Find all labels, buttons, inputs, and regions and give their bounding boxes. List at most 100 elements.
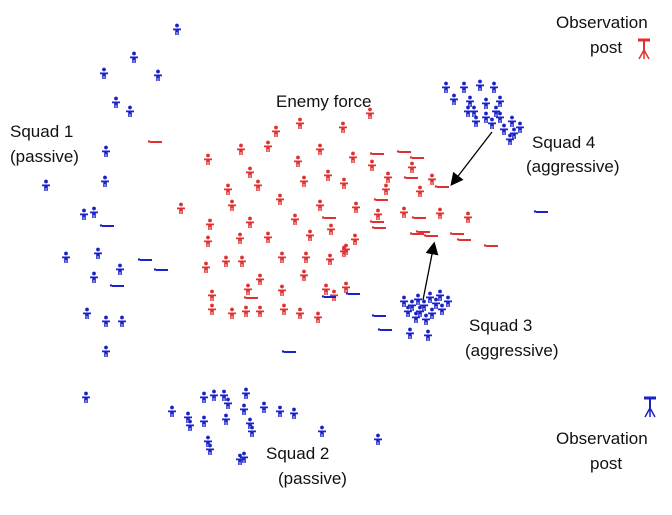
friendly-soldier-icon bbox=[488, 117, 496, 129]
friendly-soldier-icon bbox=[248, 425, 256, 437]
enemy-fallen-icon bbox=[449, 232, 464, 235]
friendly-soldier-icon bbox=[240, 403, 248, 415]
friendly-soldier-icon bbox=[482, 111, 490, 123]
enemy-fallen-icon bbox=[403, 176, 418, 179]
friendly-fallen-icon bbox=[371, 314, 386, 317]
friendly-fallen-icon bbox=[533, 210, 548, 213]
friendly-soldier-icon bbox=[428, 307, 436, 319]
squad2-label: Squad 2 bbox=[266, 444, 329, 463]
friendly-soldier-icon bbox=[500, 123, 508, 135]
friendly-soldier-icon bbox=[102, 345, 110, 357]
friendly-soldier-icon bbox=[220, 389, 228, 401]
enemy-soldier-icon bbox=[368, 159, 376, 171]
unit-markers bbox=[42, 23, 548, 465]
friendly-soldier-icon bbox=[318, 425, 326, 437]
friendly-soldier-icon bbox=[426, 291, 434, 303]
friendly-soldier-icon bbox=[276, 405, 284, 417]
enemy-fallen-icon bbox=[409, 232, 424, 235]
enemy-soldier-icon bbox=[330, 289, 338, 301]
enemy-soldier-icon bbox=[236, 232, 244, 244]
enemy-fallen-icon bbox=[373, 198, 388, 201]
friendly-soldier-icon bbox=[472, 115, 480, 127]
enemy-soldier-icon bbox=[400, 206, 408, 218]
enemy-soldier-icon bbox=[256, 273, 264, 285]
squad3-sublabel: (aggressive) bbox=[465, 341, 559, 360]
friendly-soldier-icon bbox=[118, 315, 126, 327]
observation-post-bottom-icon bbox=[644, 396, 656, 418]
friendly-soldier-icon bbox=[112, 96, 120, 108]
enemy-soldier-icon bbox=[254, 179, 262, 191]
enemy-soldier-icon bbox=[340, 177, 348, 189]
friendly-soldier-icon bbox=[422, 313, 430, 325]
enemy-fallen-icon bbox=[409, 156, 424, 159]
friendly-soldier-icon bbox=[290, 407, 298, 419]
enemy-soldier-icon bbox=[300, 269, 308, 281]
enemy-soldier-icon bbox=[206, 218, 214, 230]
friendly-fallen-icon bbox=[377, 328, 392, 331]
friendly-soldier-icon bbox=[460, 81, 468, 93]
enemy-soldier-icon bbox=[302, 251, 310, 263]
enemy-soldier-icon bbox=[322, 283, 330, 295]
friendly-fallen-icon bbox=[137, 258, 152, 261]
observation-post-top-sublabel: post bbox=[590, 38, 622, 57]
enemy-soldier-icon bbox=[351, 233, 359, 245]
enemy-force-label: Enemy force bbox=[276, 92, 371, 111]
friendly-soldier-icon bbox=[126, 105, 134, 117]
enemy-soldier-icon bbox=[316, 143, 324, 155]
enemy-soldier-icon bbox=[276, 193, 284, 205]
friendly-soldier-icon bbox=[184, 411, 192, 423]
enemy-soldier-icon bbox=[436, 207, 444, 219]
friendly-soldier-icon bbox=[100, 67, 108, 79]
enemy-soldier-icon bbox=[294, 155, 302, 167]
friendly-soldier-icon bbox=[82, 391, 90, 403]
enemy-soldier-icon bbox=[327, 223, 335, 235]
squad1-sublabel: (passive) bbox=[10, 147, 79, 166]
enemy-soldier-icon bbox=[349, 151, 357, 163]
enemy-soldier-icon bbox=[340, 245, 348, 257]
friendly-soldier-icon bbox=[154, 69, 162, 81]
friendly-soldier-icon bbox=[210, 389, 218, 401]
enemy-soldier-icon bbox=[204, 153, 212, 165]
friendly-soldier-icon bbox=[186, 419, 194, 431]
enemy-fallen-icon bbox=[371, 226, 386, 229]
enemy-soldier-icon bbox=[202, 261, 210, 273]
friendly-soldier-icon bbox=[408, 299, 416, 311]
squad1-label: Squad 1 bbox=[10, 122, 73, 141]
enemy-soldier-icon bbox=[428, 173, 436, 185]
friendly-soldier-icon bbox=[236, 453, 244, 465]
friendly-soldier-icon bbox=[496, 95, 504, 107]
enemy-fallen-icon bbox=[411, 216, 426, 219]
enemy-soldier-icon bbox=[278, 251, 286, 263]
enemy-soldier-icon bbox=[278, 284, 286, 296]
enemy-soldier-icon bbox=[382, 183, 390, 195]
squad3-advance-arrow bbox=[422, 241, 439, 301]
friendly-soldier-icon bbox=[200, 391, 208, 403]
enemy-fallen-icon bbox=[147, 140, 162, 143]
friendly-soldier-icon bbox=[204, 435, 212, 447]
friendly-soldier-icon bbox=[444, 295, 452, 307]
friendly-fallen-icon bbox=[345, 292, 360, 295]
friendly-soldier-icon bbox=[101, 175, 109, 187]
enemy-soldier-icon bbox=[306, 229, 314, 241]
friendly-soldier-icon bbox=[400, 295, 408, 307]
enemy-soldier-icon bbox=[280, 303, 288, 315]
friendly-soldier-icon bbox=[490, 81, 498, 93]
enemy-soldier-icon bbox=[342, 281, 350, 293]
friendly-soldier-icon bbox=[224, 397, 232, 409]
enemy-soldier-icon bbox=[464, 211, 472, 223]
enemy-fallen-icon bbox=[321, 216, 336, 219]
enemy-soldier-icon bbox=[374, 208, 382, 220]
friendly-soldier-icon bbox=[246, 417, 254, 429]
friendly-soldier-icon bbox=[130, 51, 138, 63]
enemy-soldier-icon bbox=[314, 311, 322, 323]
friendly-soldier-icon bbox=[464, 105, 472, 117]
friendly-soldier-icon bbox=[416, 305, 424, 317]
enemy-fallen-icon bbox=[369, 152, 384, 155]
squad3-label: Squad 3 bbox=[469, 316, 532, 335]
friendly-soldier-icon bbox=[496, 111, 504, 123]
friendly-fallen-icon bbox=[153, 268, 168, 271]
friendly-soldier-icon bbox=[424, 329, 432, 341]
friendly-soldier-icon bbox=[62, 251, 70, 263]
enemy-soldier-icon bbox=[264, 231, 272, 243]
